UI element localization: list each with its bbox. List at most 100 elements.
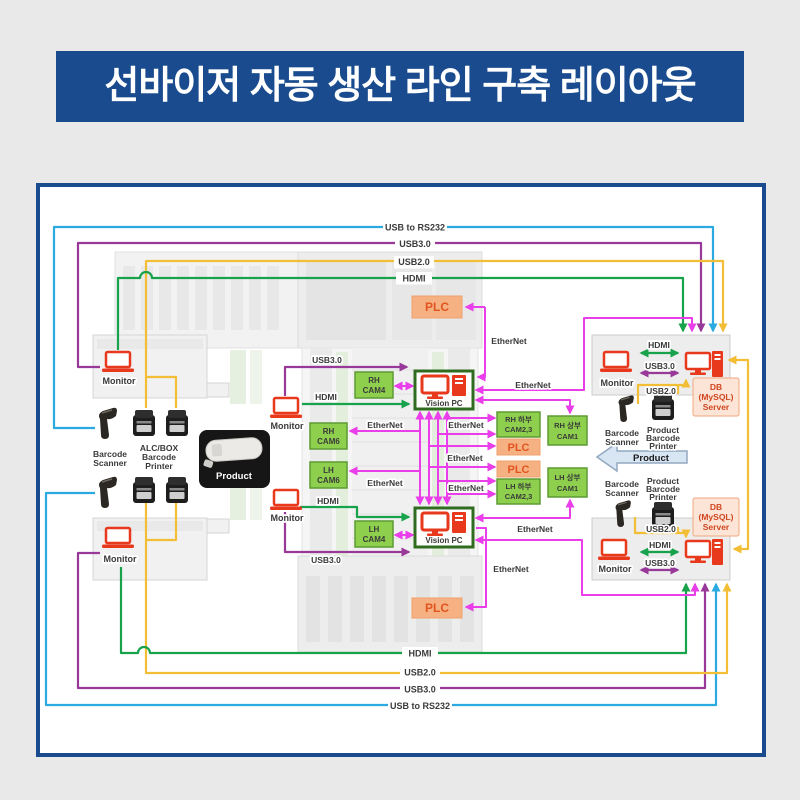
- monitor-label-mid-top: Monitor: [271, 421, 304, 431]
- cam-lh-cam4: LH CAM4: [354, 520, 394, 548]
- monitor-icon-mid-top: [268, 396, 304, 420]
- svg-text:PLC: PLC: [508, 442, 530, 454]
- svg-text:Barcode: Barcode: [605, 479, 639, 489]
- ethernet-label-9: EtherNet: [493, 564, 529, 574]
- cam-lh-cam6: LH CAM6: [309, 461, 348, 489]
- barcode-scanner-icon-left-1: [98, 407, 118, 440]
- svg-text:CAM1: CAM1: [557, 484, 578, 493]
- svg-text:Scanner: Scanner: [93, 458, 127, 468]
- monitor-label-top-left: Monitor: [103, 376, 136, 386]
- server-pc-icon-right-top: [684, 349, 725, 379]
- svg-text:Product: Product: [647, 425, 679, 435]
- svg-text:ALC/BOX: ALC/BOX: [140, 443, 179, 453]
- page-title: 선바이저 자동 생산 라인 구축 레이아웃: [56, 51, 744, 122]
- barcode-printer-icon-left-2a: [133, 477, 155, 503]
- svg-text:Printer: Printer: [649, 492, 677, 502]
- svg-text:PLC: PLC: [425, 601, 449, 615]
- product-image: Product: [199, 430, 270, 488]
- ethernet-label-6: EtherNet: [367, 478, 403, 488]
- svg-text:LH 하부: LH 하부: [506, 481, 532, 491]
- svg-text:USB to RS232: USB to RS232: [385, 223, 445, 233]
- barcode-scanner-icon-right-top: [617, 394, 635, 423]
- hdmi-label-right-top: HDMI: [648, 340, 670, 350]
- monitor-icon-mid-bottom: [268, 488, 304, 512]
- svg-text:Scanner: Scanner: [605, 488, 639, 498]
- usb2-label-right-bottom: USB2.0: [646, 524, 676, 534]
- svg-text:CAM4: CAM4: [363, 386, 386, 395]
- product-printer-label-right-top: Product Barcode Printer: [644, 423, 682, 453]
- svg-text:Server: Server: [703, 522, 730, 532]
- ethernet-label-2: EtherNet: [515, 380, 551, 390]
- bus-labels-bottom: HDMI USB2.0 USB3.0 USB to RS232: [388, 647, 452, 713]
- svg-text:Server: Server: [703, 402, 730, 412]
- monitor-label-right-bottom: Monitor: [599, 564, 632, 574]
- svg-text:Barcode: Barcode: [605, 428, 639, 438]
- cam-rh-upper: RH 상부 CAM1: [547, 415, 588, 446]
- usb3-label-mid-top: USB3.0: [312, 355, 342, 365]
- svg-text:CAM2,3: CAM2,3: [505, 425, 533, 434]
- svg-text:Product: Product: [647, 476, 679, 486]
- plc-top: PLC: [411, 295, 463, 319]
- svg-text:CAM6: CAM6: [317, 437, 340, 446]
- usb-rs232-line-bottom: [44, 491, 721, 707]
- svg-text:PLC: PLC: [425, 300, 449, 314]
- cam-lh-upper: LH 상부 CAM1: [547, 467, 588, 498]
- plc-mid-rh: PLC: [496, 438, 541, 456]
- usb3-label-right-top: USB3.0: [645, 361, 675, 371]
- monitor-label-mid-bottom: Monitor: [271, 513, 304, 523]
- usb2-label-right-top: USB2.0: [646, 386, 676, 396]
- svg-text:USB3.0: USB3.0: [399, 239, 431, 249]
- hdmi-link-monitor-visionpc-bottom: [300, 505, 411, 522]
- usb3-link-monitor-visionpc-top: [283, 362, 409, 396]
- svg-text:LH: LH: [323, 466, 334, 475]
- svg-text:LH 상부: LH 상부: [555, 472, 581, 482]
- svg-text:Barcode: Barcode: [646, 484, 680, 494]
- monitor-label-right-top: Monitor: [601, 378, 634, 388]
- svg-text:HDMI: HDMI: [403, 274, 426, 284]
- svg-text:LH: LH: [369, 525, 380, 534]
- svg-text:Printer: Printer: [649, 441, 677, 451]
- db-server-top: DB (MySQL) Server: [692, 377, 740, 417]
- barcode-scanner-label-right-top: Barcode Scanner: [603, 426, 641, 449]
- barcode-scanner-label-right-bottom: Barcode Scanner: [603, 477, 641, 500]
- monitor-icon-top-left: [100, 350, 136, 374]
- svg-text:USB2.0: USB2.0: [404, 668, 436, 678]
- cam-rh-cam4: RH CAM4: [354, 371, 394, 399]
- usb2-link-right-bottom: [633, 517, 691, 539]
- usb3-line-top: [76, 241, 706, 369]
- usb3-label-right-bottom: USB3.0: [645, 558, 675, 568]
- ethernet-label-8: EtherNet: [517, 524, 553, 534]
- db-server-bottom: DB (MySQL) Server: [692, 497, 740, 537]
- svg-text:RH: RH: [323, 427, 335, 436]
- usb3-label-mid-bottom: USB3.0: [311, 555, 341, 565]
- hdmi-label-mid-bottom: HDMI: [317, 496, 339, 506]
- svg-text:CAM2,3: CAM2,3: [505, 492, 533, 501]
- svg-text:(MySQL): (MySQL): [699, 392, 734, 402]
- plc-bottom: PLC: [411, 597, 463, 619]
- svg-text:Barcode: Barcode: [646, 433, 680, 443]
- svg-text:Vision PC: Vision PC: [425, 536, 462, 545]
- svg-text:RH 하부: RH 하부: [505, 414, 532, 424]
- svg-text:Scanner: Scanner: [605, 437, 639, 447]
- svg-text:PLC: PLC: [508, 464, 530, 476]
- cam-rh-cam6: RH CAM6: [309, 422, 348, 450]
- svg-text:Barcode: Barcode: [142, 452, 176, 462]
- product-printer-icon-right-top: [652, 394, 674, 420]
- bus-labels-top: USB to RS232 USB3.0 USB2.0 HDMI: [383, 221, 447, 285]
- barcode-printer-icon-left-1b: [166, 410, 188, 436]
- server-pc-icon-right-bottom: [684, 537, 725, 567]
- monitor-icon-right-top: [598, 350, 634, 374]
- svg-text:Product: Product: [216, 471, 253, 482]
- monitor-icon-bottom-left: [100, 526, 136, 550]
- svg-text:RH 상부: RH 상부: [554, 420, 581, 430]
- hdmi-line-bottom: [119, 567, 691, 655]
- svg-text:USB to RS232: USB to RS232: [390, 701, 450, 711]
- plc-mid-lh: PLC: [496, 460, 541, 478]
- barcode-scanner-icon-left-2: [98, 476, 118, 509]
- barcode-scanner-label-left: Barcode Scanner: [91, 447, 129, 470]
- ethernet-lines: [348, 302, 700, 612]
- monitor-label-bottom-left: Monitor: [104, 554, 137, 564]
- usb2-line-top: [144, 259, 728, 408]
- ethernet-label-7: EtherNet: [448, 483, 484, 493]
